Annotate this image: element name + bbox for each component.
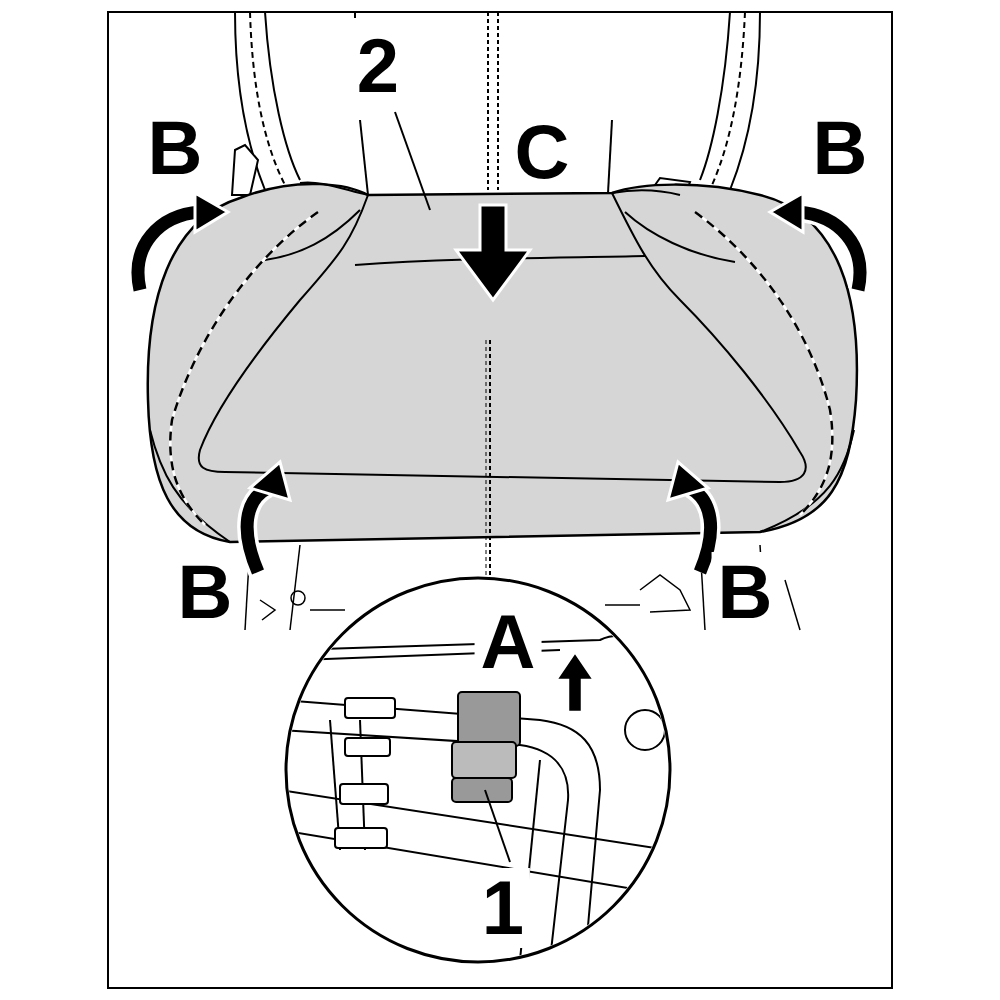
direction-letter: B bbox=[142, 108, 209, 188]
direction-letter: A bbox=[475, 602, 542, 682]
direction-letter: C bbox=[509, 112, 576, 192]
callout-number: 1 bbox=[476, 868, 530, 948]
direction-letter: B bbox=[172, 552, 239, 632]
direction-letter: B bbox=[712, 552, 779, 632]
part-number: 2 bbox=[351, 26, 405, 106]
direction-letter: B bbox=[807, 108, 874, 188]
